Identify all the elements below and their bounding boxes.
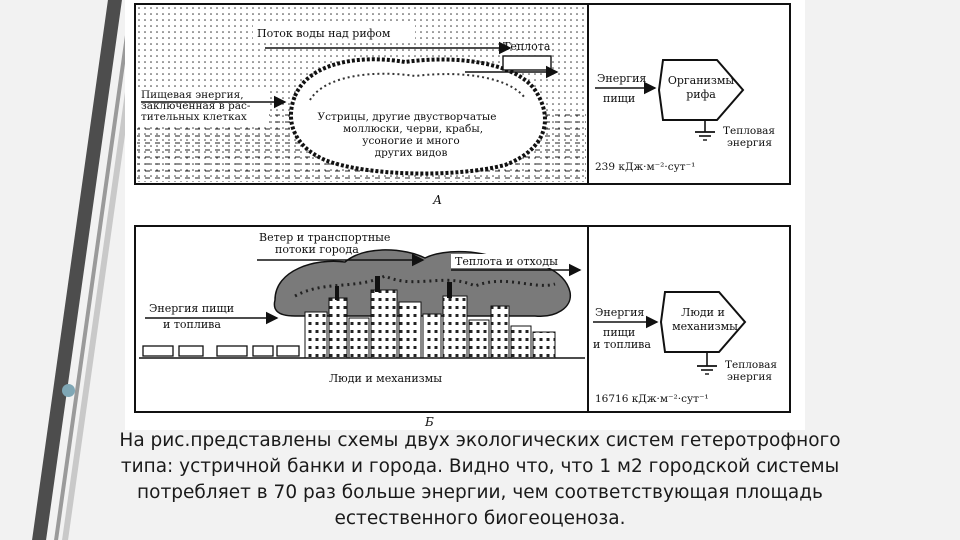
decorative-dot — [62, 384, 75, 397]
panel-a: Поток воды над рифом Теплота Пищевая эне… — [135, 4, 790, 207]
people-label: Люди и механизмы — [329, 372, 442, 385]
reef-text-line1: Устрицы, другие двустворчатые — [318, 111, 497, 123]
vehicles — [143, 346, 299, 356]
caption: На рис.представлены схемы двух экологиче… — [115, 428, 845, 532]
heat-waste-label: Теплота и отходы — [455, 255, 558, 268]
panel-b-letter: Б — [424, 415, 434, 429]
heat-out-b-line2: энергия — [727, 371, 772, 383]
node-b-line1: Люди и — [681, 306, 725, 319]
food-energy-line3: тительных клетках — [141, 111, 247, 123]
energy-food-fuel-line1: Энергия пищи — [149, 302, 234, 315]
heat-label: Теплота — [503, 40, 551, 53]
energy-in-b-line3: и топлива — [593, 338, 651, 351]
energy-in-a-line1: Энергия — [597, 72, 646, 85]
panel-a-letter: А — [432, 193, 442, 207]
energy-in-a-line2: пищи — [603, 92, 635, 105]
energy-in-b-line1: Энергия — [595, 306, 644, 319]
ecosystem-figure: Поток воды над рифом Теплота Пищевая эне… — [125, 0, 805, 430]
flux-a: 239 кДж·м⁻²·сут⁻¹ — [595, 161, 695, 173]
heat-box — [503, 56, 551, 70]
reef-text-line3: усоногие и много — [362, 135, 459, 147]
node-a-line2: рифа — [686, 88, 716, 101]
flux-b: 16716 кДж·м⁻²·сут⁻¹ — [595, 393, 709, 405]
reef-text-line2: моллюски, черви, крабы, — [343, 123, 483, 135]
node-a-line1: Организмы — [668, 74, 735, 87]
node-b-line2: механизмы — [672, 320, 738, 333]
energy-food-fuel-line2: и топлива — [163, 318, 221, 331]
heat-out-a-line1: Тепловая — [723, 125, 775, 137]
reef-text-line4: других видов — [375, 147, 448, 159]
water-flow-label: Поток воды над рифом — [257, 27, 391, 40]
panel-b: Ветер и транспортные потоки города Тепло… — [135, 226, 790, 429]
heat-out-a-line2: энергия — [727, 137, 772, 149]
heat-out-b-line1: Тепловая — [725, 359, 777, 371]
wind-label-line2: потоки города — [275, 243, 359, 256]
